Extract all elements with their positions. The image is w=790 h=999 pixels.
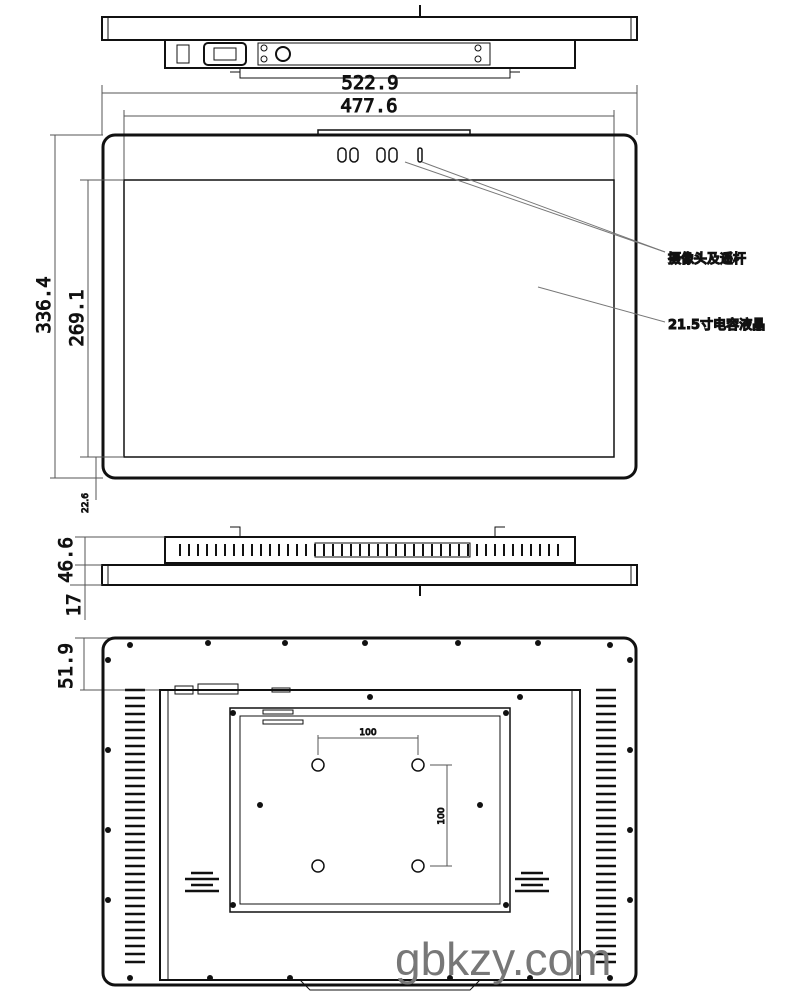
bottom-bezel-label: 22.6 xyxy=(81,493,91,513)
height-dimensions xyxy=(50,134,124,500)
camera-joystick-label: 摄像头及遥杆 xyxy=(668,251,746,267)
lcd-screen xyxy=(123,179,615,458)
overall-width-label: 522.9 xyxy=(341,72,398,94)
screen-height-label: 269.1 xyxy=(66,289,88,346)
front-view xyxy=(101,129,666,480)
top-offset-label: 51.9 xyxy=(55,643,77,689)
power-socket-icon xyxy=(203,42,247,66)
top-view xyxy=(101,5,638,79)
vesa-horizontal-label: 100 xyxy=(359,728,376,738)
watermark: gbkzy.com xyxy=(395,933,611,985)
rear-view xyxy=(75,636,638,991)
side-view xyxy=(70,526,638,620)
vesa-plate xyxy=(229,707,511,913)
camera-icons xyxy=(337,147,423,163)
vesa-holes xyxy=(311,758,425,873)
rear-vents xyxy=(125,688,616,964)
box-depth-label: 46.6 xyxy=(55,537,77,583)
power-switch-icon xyxy=(176,44,190,64)
side-vents xyxy=(179,544,559,556)
bezel-depth-label: 17 xyxy=(63,594,85,617)
screw-holes xyxy=(105,640,633,981)
vesa-vertical-label: 100 xyxy=(437,807,447,824)
overall-height-label: 336.4 xyxy=(33,276,55,333)
width-dimensions xyxy=(101,85,638,180)
lcd-label: 21.5寸电容液晶 xyxy=(668,317,765,333)
screen-width-label: 477.6 xyxy=(340,95,397,117)
